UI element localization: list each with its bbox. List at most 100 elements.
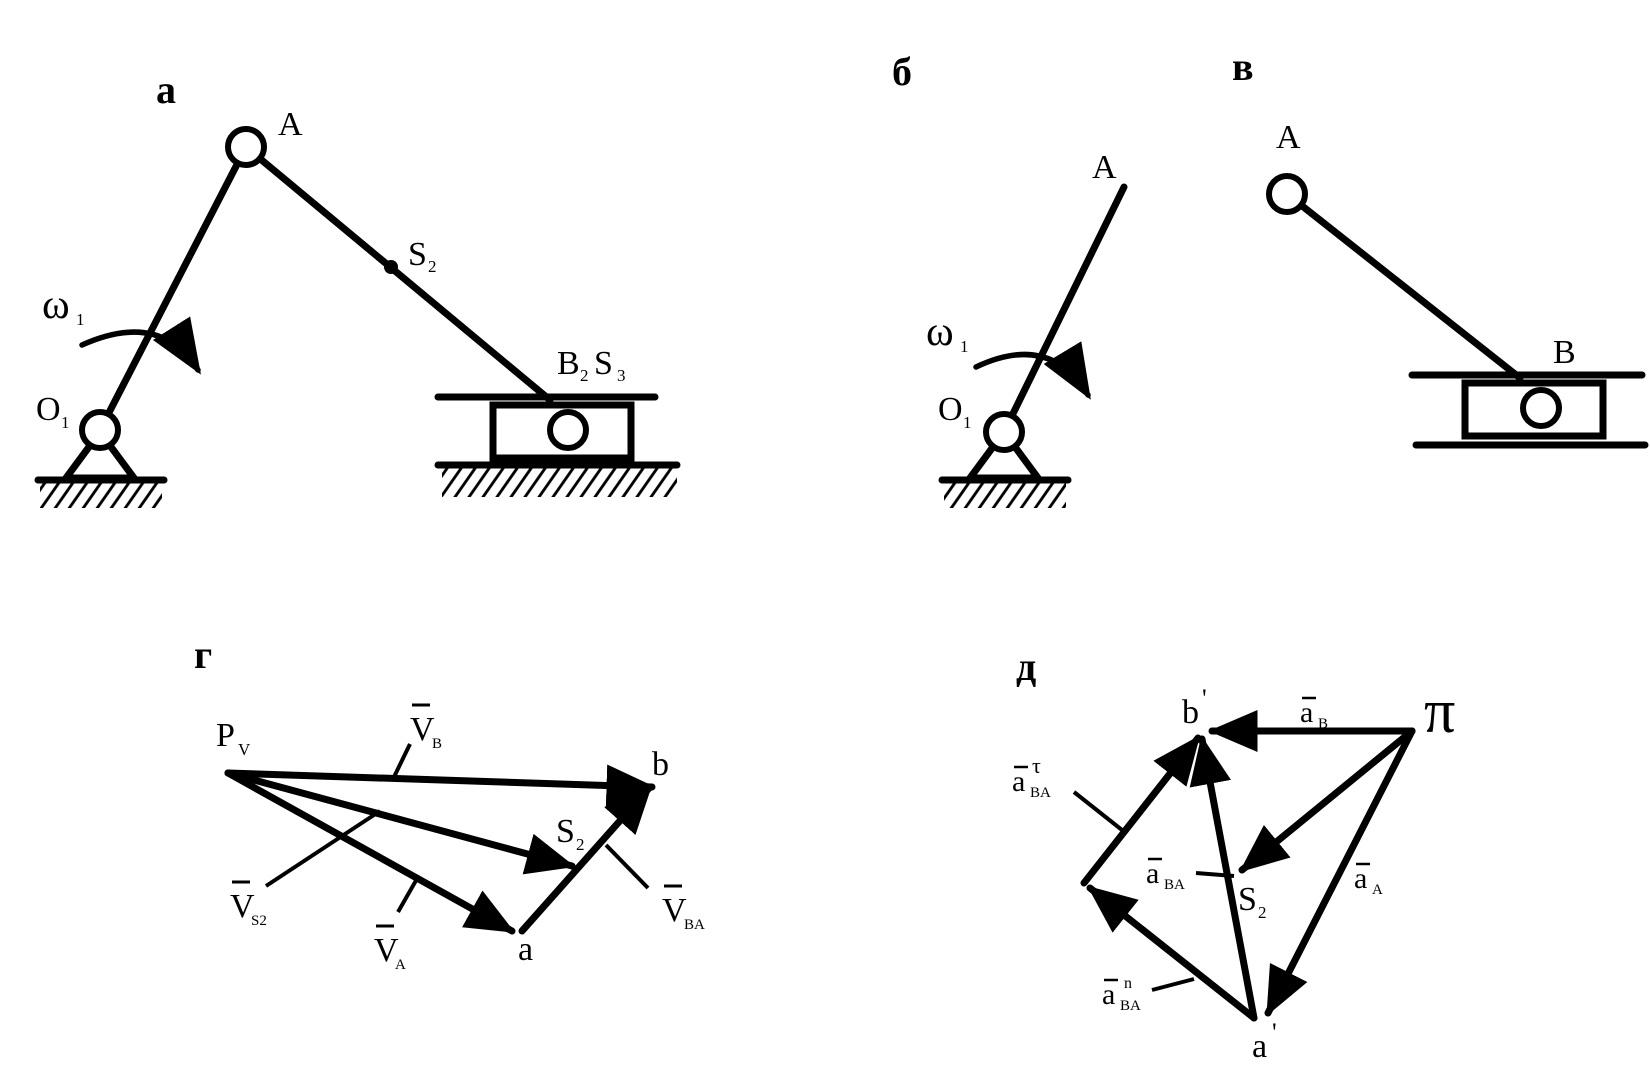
label-g-a: a: [518, 931, 533, 968]
label-d-b-prime: b: [1182, 694, 1199, 731]
omega-rotation-arrow: [79, 316, 201, 375]
label-g-s2-sub: 2: [576, 835, 585, 854]
leader-va: [396, 876, 420, 913]
label-d-b-prime-mark: ': [1202, 684, 1207, 713]
label-b-omega: ω: [926, 309, 954, 355]
crank-link-b: [1000, 183, 1128, 436]
vector-aba: [1189, 735, 1258, 1022]
vector-label-aa: a A: [1354, 862, 1383, 898]
vector-label-aba: a BA: [1146, 857, 1185, 893]
joint-a: [225, 126, 267, 168]
omega-rotation-arrow-b: [973, 341, 1091, 400]
panel-v-coupler-slider: в A B: [1232, 44, 1649, 449]
label-va-sub: A: [395, 957, 406, 973]
label-aba-n-sub: BA: [1120, 998, 1141, 1014]
vector-aba-tau: [1080, 734, 1202, 887]
label-aa: a: [1354, 862, 1367, 895]
vector-va: [224, 769, 516, 935]
label-va: V: [374, 932, 399, 969]
label-a-o1: O: [36, 391, 61, 428]
label-d-s2: S: [1238, 881, 1257, 918]
panel-v-label: в: [1232, 44, 1254, 89]
label-d-a-prime-mark: ': [1272, 1018, 1277, 1047]
leader-aba: [1195, 871, 1235, 878]
label-a-s2-sub: 2: [428, 257, 437, 276]
label-aba-tau: a: [1012, 765, 1025, 798]
label-d-s2-sub: 2: [1258, 903, 1267, 922]
joint-a-v: [1266, 173, 1308, 215]
vector-vs2: [224, 769, 576, 875]
panel-a-label: а: [156, 67, 176, 112]
label-aba: a: [1146, 857, 1159, 890]
label-g-s2: S: [556, 813, 575, 850]
vector-label-vb: V B: [410, 703, 442, 752]
label-b-o1: O: [938, 391, 963, 428]
label-vba-sub: BA: [684, 917, 705, 933]
panel-g-velocity-plan: г P V b a S 2 V B V S2 V A: [194, 632, 705, 973]
label-b-point-a: A: [1092, 149, 1117, 186]
ground-hatching: [40, 482, 162, 508]
label-d-pi: π: [1424, 678, 1455, 746]
label-a-omega: ω: [42, 282, 70, 328]
vector-vb: [224, 764, 656, 807]
coupler-link-ab: [242, 143, 554, 404]
label-aba-n-sup: n: [1124, 975, 1132, 992]
crank-link-o1a: [96, 143, 250, 434]
coupler-link-v: [1283, 190, 1524, 382]
label-aba-tau-sub: BA: [1030, 785, 1051, 801]
label-b-o1-sub: 1: [963, 413, 972, 432]
vector-label-vba: V BA: [662, 884, 705, 933]
vector-label-va: V A: [374, 924, 406, 973]
joint-o1: [79, 409, 121, 451]
leader-vba: [604, 843, 650, 890]
vector-aba-n: [1086, 884, 1258, 1022]
label-vs2: V: [230, 888, 255, 925]
label-aa-sub: A: [1372, 882, 1383, 898]
vector-as2: [1238, 727, 1416, 874]
ground-hatching-b: [944, 482, 1066, 508]
slider-ground-hatching: [442, 468, 677, 497]
vector-label-vs2: V S2: [230, 880, 267, 929]
vector-label-ab: a B: [1300, 696, 1328, 732]
label-aba-tau-sup: τ: [1032, 753, 1041, 778]
label-aba-n: a: [1102, 978, 1115, 1011]
joint-b-v: [1520, 387, 1562, 429]
label-a-s3-sub: 3: [617, 366, 626, 385]
panel-a-mechanism: а A S 2 B 2 S 3 O 1 ω 1: [34, 67, 681, 508]
label-g-pv: P: [216, 717, 235, 754]
label-a-o1-sub: 1: [61, 413, 70, 432]
label-vba: V: [662, 892, 687, 929]
joint-b: [547, 409, 589, 451]
leader-aba-n: [1151, 977, 1195, 992]
label-vs2-sub: S2: [251, 913, 267, 929]
label-g-b: b: [652, 746, 669, 783]
label-aba-sub: BA: [1164, 877, 1185, 893]
label-vb-sub: B: [432, 736, 442, 752]
label-a-b2: B: [557, 345, 580, 382]
label-a-s3: S: [594, 345, 613, 382]
panel-d-label: д: [1016, 644, 1036, 689]
label-a-omega-sub: 1: [76, 310, 85, 329]
label-b-omega-sub: 1: [960, 337, 969, 356]
vector-vba: [518, 783, 654, 935]
panel-g-label: г: [194, 632, 212, 677]
leader-vs2: [264, 809, 382, 888]
vector-label-aba-n: a n BA: [1102, 975, 1141, 1014]
label-ab-sub: B: [1318, 716, 1328, 732]
label-d-a-prime: a: [1252, 1028, 1267, 1065]
leader-vb: [392, 743, 412, 778]
ground-support-o1-b: [938, 428, 1072, 508]
panel-d-acceleration-plan: д π b ' a ' S 2 a B a A a: [1012, 644, 1455, 1065]
label-a-b2-sub: 2: [580, 366, 589, 385]
leader-aba-tau: [1072, 790, 1124, 832]
ground-support-o1: [34, 428, 168, 508]
joint-o1-b: [983, 411, 1025, 453]
label-vb: V: [410, 711, 435, 748]
vector-label-aba-tau: a τ BA: [1012, 753, 1051, 801]
label-v-point-b: B: [1553, 334, 1576, 371]
panel-b-crank: б A O 1 ω 1: [892, 49, 1128, 508]
label-a-s2: S: [408, 236, 427, 273]
vector-aa: [1264, 727, 1416, 1017]
